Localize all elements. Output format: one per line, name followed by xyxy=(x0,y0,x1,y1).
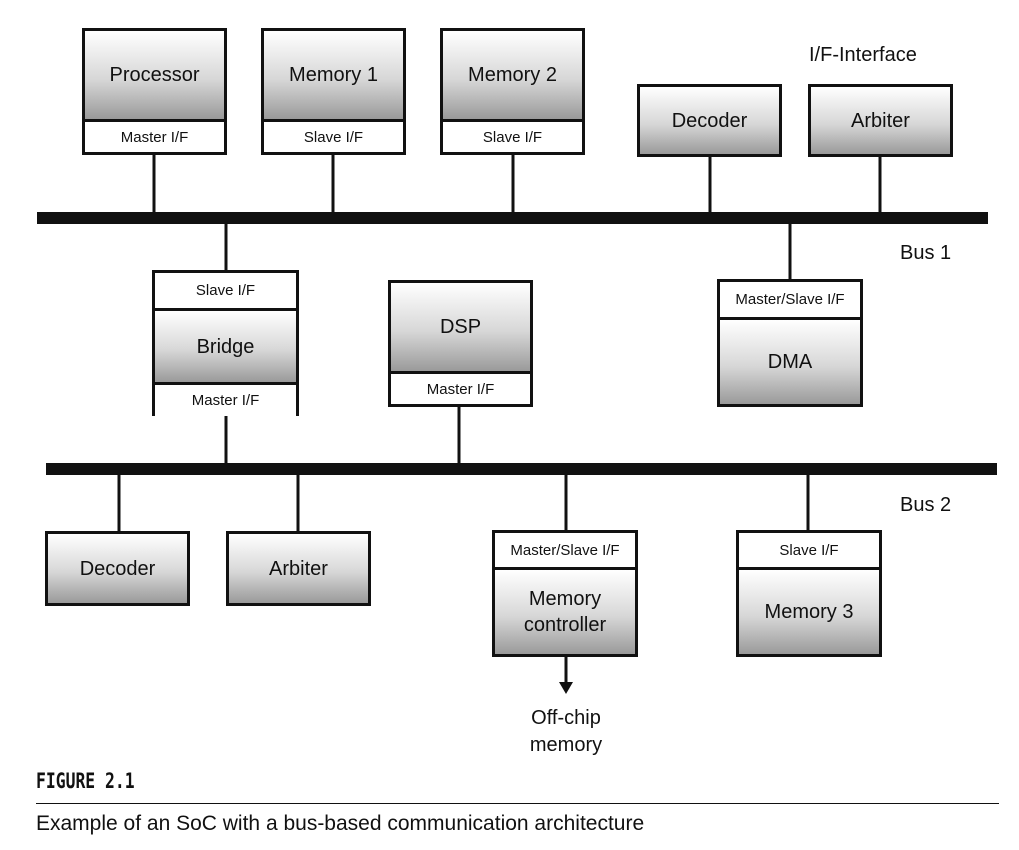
processor-master-interface: Master I/F xyxy=(85,119,224,152)
dsp-block: DSP Master I/F xyxy=(388,280,533,407)
bus-1-line xyxy=(37,212,988,224)
dma-block: Master/Slave I/F DMA xyxy=(717,279,863,407)
bridge-label: Bridge xyxy=(155,308,296,385)
dsp-label: DSP xyxy=(391,283,530,371)
bus-1-label: Bus 1 xyxy=(900,242,952,264)
memory-controller-master-slave-interface: Master/Slave I/F xyxy=(495,533,635,567)
processor-label: Processor xyxy=(85,31,224,119)
memory-3-label: Memory 3 xyxy=(739,567,879,654)
bus-1-connectors xyxy=(152,154,882,280)
figure-caption: Example of an SoC with a bus-based commu… xyxy=(36,812,645,835)
interface-legend-label: I/F-Interface xyxy=(809,44,917,66)
bridge-block: Slave I/F Bridge Master I/F xyxy=(152,270,299,416)
off-chip-memory-label-line-1: Off-chip xyxy=(531,707,601,729)
memory-2-label: Memory 2 xyxy=(443,31,582,119)
bus-2-label: Bus 2 xyxy=(900,494,952,516)
memory-3-block: Slave I/F Memory 3 xyxy=(736,530,882,657)
bus-2-connectors xyxy=(117,405,810,532)
bridge-slave-interface: Slave I/F xyxy=(155,273,296,308)
memory-controller-label: Memory controller xyxy=(495,567,635,654)
bus-2-arbiter-block: Arbiter xyxy=(226,531,371,606)
dsp-master-interface: Master I/F xyxy=(391,371,530,404)
off-chip-memory-label-line-2: memory xyxy=(529,734,603,756)
memory-3-slave-interface: Slave I/F xyxy=(739,533,879,567)
off-chip-arrow xyxy=(559,656,573,694)
dma-master-slave-interface: Master/Slave I/F xyxy=(720,282,860,317)
processor-block: Processor Master I/F xyxy=(82,28,227,155)
bridge-master-interface: Master I/F xyxy=(155,385,296,416)
figure-title: FIGURE 2.1 xyxy=(36,769,135,793)
figure-caption-rule xyxy=(36,803,999,804)
memory-controller-label-line-1: Memory xyxy=(528,588,602,610)
dma-label: DMA xyxy=(720,317,860,404)
memory-controller-block: Master/Slave I/F Memory controller xyxy=(492,530,638,657)
bus-2-line xyxy=(46,463,997,475)
memory-1-block: Memory 1 Slave I/F xyxy=(261,28,406,155)
memory-controller-label-line-2: controller xyxy=(523,614,607,636)
bus-2-decoder-block: Decoder xyxy=(45,531,190,606)
bus-1-decoder-block: Decoder xyxy=(637,84,782,157)
memory-2-slave-interface: Slave I/F xyxy=(443,119,582,152)
memory-2-block: Memory 2 Slave I/F xyxy=(440,28,585,155)
memory-1-slave-interface: Slave I/F xyxy=(264,119,403,152)
off-chip-memory-label: Off-chip memory xyxy=(501,705,631,759)
memory-1-label: Memory 1 xyxy=(264,31,403,119)
bus-1-arbiter-block: Arbiter xyxy=(808,84,953,157)
